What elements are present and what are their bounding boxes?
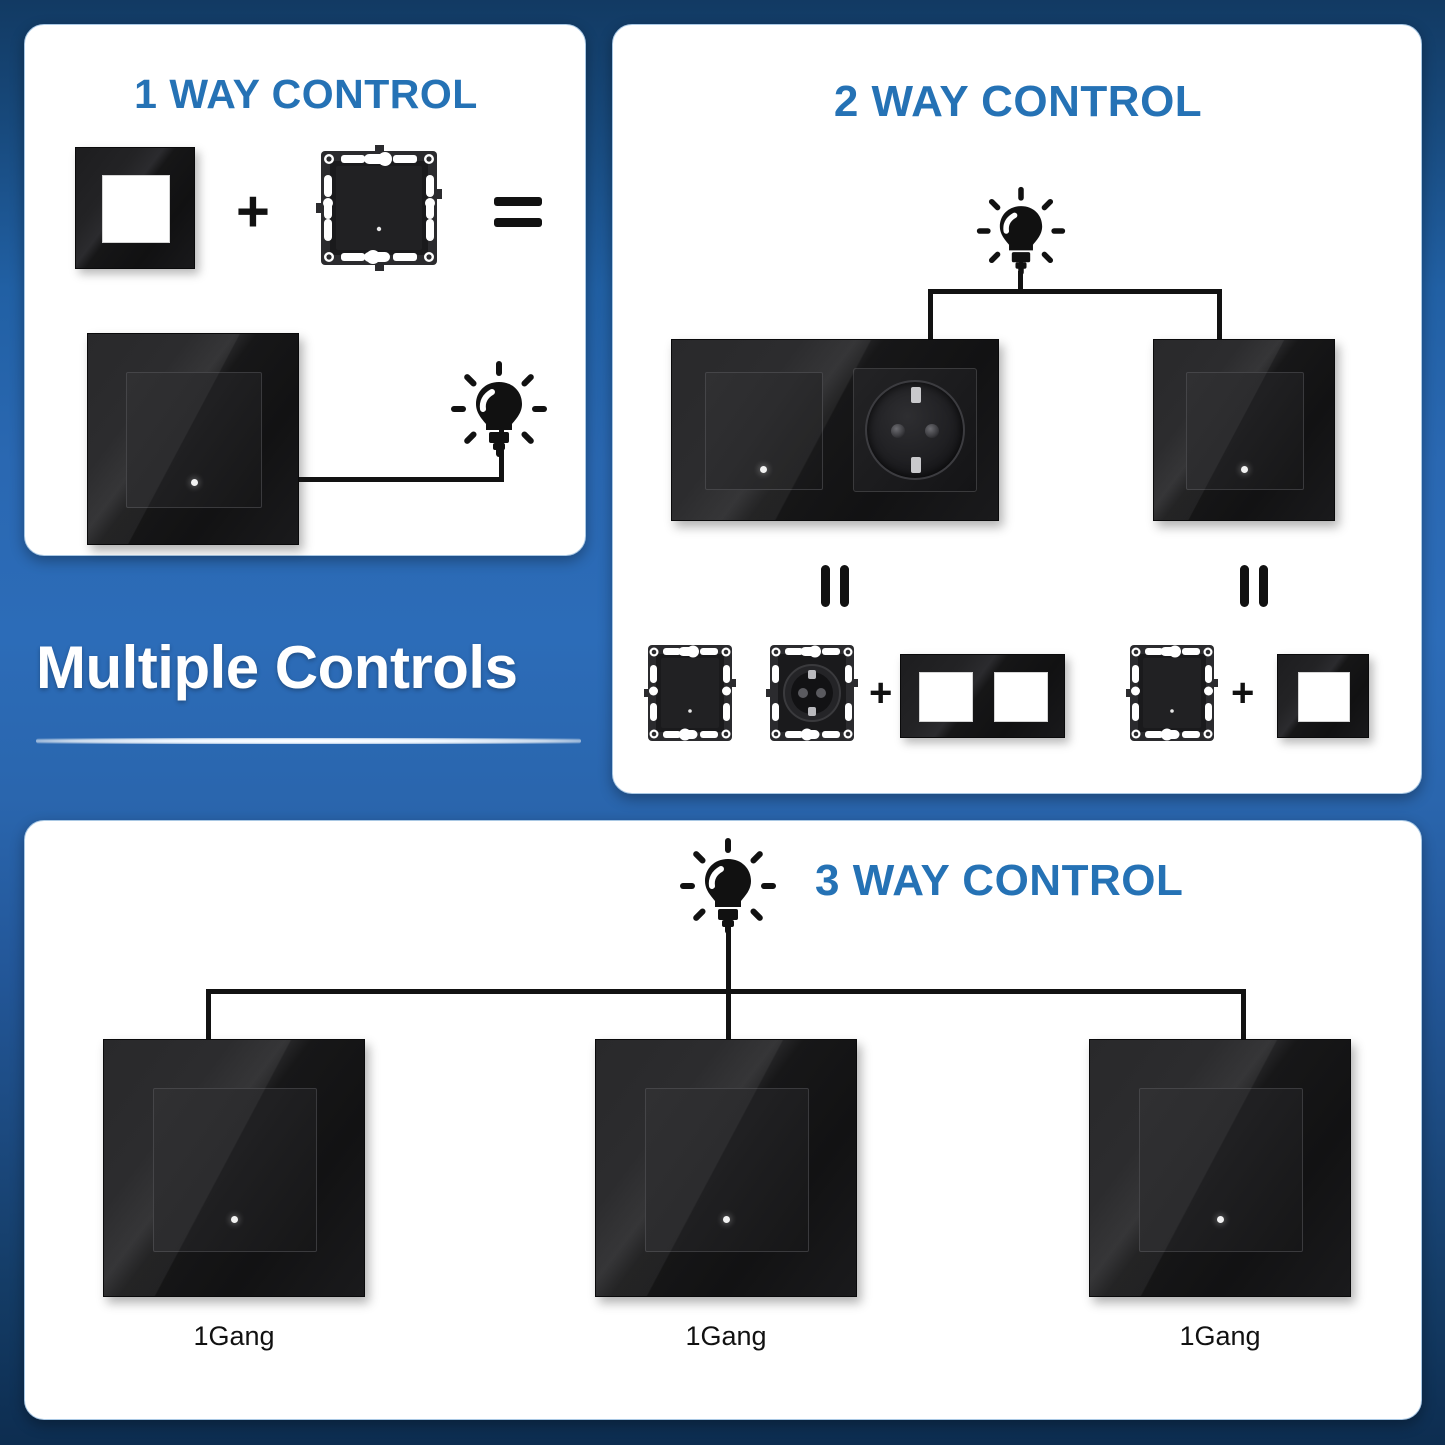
led-indicator [231, 1216, 238, 1223]
led-indicator [191, 479, 198, 486]
switch-panel-1gang-a [103, 1039, 365, 1297]
wire-bus-twoway [928, 289, 1222, 294]
switch-panel-1gang-right [1153, 339, 1335, 521]
led-indicator [1241, 466, 1248, 473]
wire-left-leg-threeway [206, 989, 211, 1045]
led-indicator [1217, 1216, 1224, 1223]
rocker-button [153, 1088, 317, 1252]
wire-horizontal-oneway [299, 477, 504, 482]
rocker-button [126, 372, 262, 508]
schuko-socket [853, 368, 977, 492]
plus-sign-left-breakdown: + [869, 671, 893, 715]
wire-left-leg-twoway [928, 289, 933, 341]
switch-mechanism-1gang-right [1125, 639, 1219, 747]
multiple-controls-banner: Multiple Controls [36, 638, 581, 744]
three-way-control-card: 3 WAY CONTROL [24, 820, 1422, 1420]
socket-mechanism-schuko [765, 639, 859, 747]
rocker-button [645, 1088, 809, 1252]
glass-frame-2gang [900, 654, 1065, 738]
socket-earth-clip-bottom [911, 457, 921, 473]
two-way-control-title: 2 WAY CONTROL [833, 77, 1203, 126]
glass-frame-1gang-right [1277, 654, 1369, 738]
one-way-control-title: 1 WAY CONTROL [134, 71, 478, 117]
equals-sign-left [821, 565, 849, 607]
socket-recess [865, 380, 965, 480]
rocker-button [1139, 1088, 1303, 1252]
equals-sign-formula [494, 197, 542, 227]
wire-right-leg-threeway [1241, 989, 1246, 1045]
light-bulb-icon-twoway [975, 185, 1067, 277]
multiple-controls-title: Multiple Controls [36, 634, 518, 701]
light-bulb-icon-threeway [678, 836, 778, 936]
frame-opening [102, 175, 170, 243]
plus-sign-formula: + [236, 179, 270, 244]
led-indicator [760, 466, 767, 473]
banner-divider [36, 738, 581, 744]
wire-bulb-drop-threeway [726, 929, 731, 991]
wire-bulb-drop-twoway [1018, 271, 1023, 291]
frame-opening-left [919, 672, 973, 722]
equals-sign-right [1240, 565, 1268, 607]
led-indicator [723, 1216, 730, 1223]
socket-earth-clip-top [911, 387, 921, 403]
socket-pin-hole-left [891, 424, 905, 438]
wire-right-leg-twoway [1217, 289, 1222, 341]
caption-switch-c: 1Gang [1179, 1321, 1261, 1351]
light-bulb-icon-oneway [449, 359, 549, 459]
socket-pin-hole-right [925, 424, 939, 438]
switch-mechanism-1gang-left [643, 639, 737, 747]
one-way-control-card: 1 WAY CONTROL + [24, 24, 586, 556]
wire-center-leg-threeway [726, 989, 731, 1045]
three-way-control-title: 3 WAY CONTROL [815, 856, 1184, 905]
switch-mechanism-1gang [314, 143, 444, 273]
caption-switch-b: 1Gang [685, 1321, 767, 1351]
switch-panel-1gang-b [595, 1039, 857, 1297]
switch-panel-1gang-result [87, 333, 299, 545]
frame-opening [1298, 672, 1350, 722]
frame-opening-right [994, 672, 1048, 722]
switch-panel-1gang-c [1089, 1039, 1351, 1297]
switch-and-socket-panel [671, 339, 999, 521]
plus-sign-right-breakdown: + [1231, 671, 1255, 715]
glass-frame-1gang [75, 147, 195, 269]
two-way-control-card: 2 WAY CONTROL [612, 24, 1422, 794]
caption-switch-a: 1Gang [193, 1321, 275, 1351]
